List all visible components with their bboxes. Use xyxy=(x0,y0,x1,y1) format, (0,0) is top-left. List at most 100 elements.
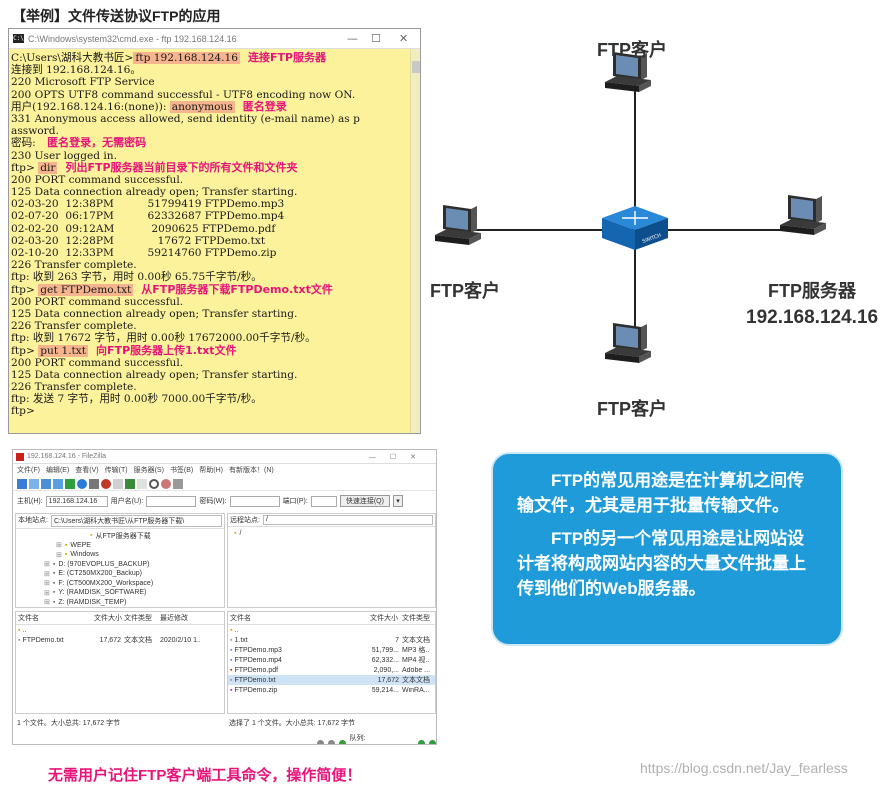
user-label: 用户名(U): xyxy=(110,498,144,505)
tree-item[interactable]: ⊞▪E: (CT250MX200_Backup) xyxy=(16,569,224,579)
remote-tree-pane[interactable]: 远程站点: / ▪ / xyxy=(227,513,436,608)
expand-icon[interactable]: ⊞ xyxy=(44,570,50,578)
tree-item[interactable]: ⊞▪D: (970EVOPLUS_BACKUP) xyxy=(16,560,224,570)
sync-browse-icon[interactable] xyxy=(161,478,171,489)
process-queue-icon[interactable] xyxy=(89,478,99,489)
site-manager-icon[interactable] xyxy=(17,478,27,489)
binoculars-icon[interactable] xyxy=(173,478,183,489)
cmd-scroll-thumb[interactable] xyxy=(412,61,420,73)
folder-icon: ▪ xyxy=(234,530,237,537)
user-input[interactable] xyxy=(146,495,197,507)
column-header[interactable]: 文件类型 xyxy=(124,615,152,622)
text-file-icon: ▪ xyxy=(18,636,21,644)
column-header[interactable]: 文件名 xyxy=(230,615,251,622)
search-icon[interactable] xyxy=(149,478,159,489)
tree-item[interactable]: ⊞▪WEPE xyxy=(16,541,224,551)
file-name-cell: ▪FTPDemo.mp3 xyxy=(230,647,370,654)
menu-item[interactable]: 传输(T) xyxy=(104,467,128,474)
expand-icon[interactable]: ⊞ xyxy=(44,599,50,607)
menu-item[interactable]: 帮助(H) xyxy=(199,467,223,474)
cmd-titlebar[interactable]: C:\ C:\Windows\system32\cmd.exe - ftp 19… xyxy=(9,29,420,49)
cmd-text: ftp: 收到 17672 字节，用时 0.00秒 17672000.00千字节… xyxy=(11,332,316,345)
expand-icon[interactable]: ⊞ xyxy=(56,542,62,550)
expand-icon[interactable]: ⊞ xyxy=(44,589,50,597)
table-row[interactable]: ▪.. xyxy=(16,625,224,635)
menu-item[interactable]: 有新版本！(N) xyxy=(229,467,274,474)
filter-icon[interactable] xyxy=(137,478,147,489)
maximize-icon[interactable]: ☐ xyxy=(371,32,381,45)
local-site-input[interactable]: C:\Users\湖科大教书匠\从FTP服务器下载\ xyxy=(50,515,222,527)
filezilla-window[interactable]: 192.168.124.16 - FileZilla —☐✕ 文件(F) 编辑(E… xyxy=(12,449,437,745)
close-icon[interactable]: ✕ xyxy=(399,32,409,45)
cmd-line: ftp: 收到 17672 字节，用时 0.00秒 17672000.00千字节… xyxy=(11,332,418,344)
remote-tree-item[interactable]: ▪ / xyxy=(228,527,435,540)
expand-icon[interactable]: ⊞ xyxy=(44,580,50,588)
local-file-header[interactable]: 文件名 文件大小文件类型 最近修改 xyxy=(16,612,224,625)
tree-item[interactable]: ⊞▪F: (CT500MX200_Workspace) xyxy=(16,579,224,589)
folder-icon: ▪ xyxy=(64,541,68,549)
expand-icon[interactable]: ⊞ xyxy=(44,561,50,569)
quickconnect-dropdown-icon[interactable]: ▾ xyxy=(392,495,403,507)
cmd-line: 200 OPTS UTF8 command successful - UTF8 … xyxy=(11,89,418,101)
tree-item[interactable]: ▪从FTP服务器下载 xyxy=(16,531,224,541)
cmd-scrollbar[interactable] xyxy=(410,49,420,433)
transfer-queue-icon[interactable] xyxy=(65,478,75,489)
host-input[interactable]: 192.168.124.16 xyxy=(45,495,108,507)
expand-icon[interactable]: ⊞ xyxy=(56,551,62,559)
column-header[interactable]: 文件大小 xyxy=(94,615,122,622)
toggle-log-icon[interactable] xyxy=(29,478,39,489)
menu-item[interactable]: 书签(B) xyxy=(169,467,194,474)
cmd-text: 226 Transfer complete. xyxy=(11,381,137,394)
cancel-icon[interactable] xyxy=(101,478,111,489)
tree-item[interactable]: ⊞▪Y: (RAMDISK_SOFTWARE) xyxy=(16,588,224,598)
tree-item[interactable]: ⊞▪Z: (RAMDISK_TEMP) xyxy=(16,598,224,608)
cmd-line: 连接到 192.168.124.16。 xyxy=(11,64,418,76)
local-status: 1 个文件。大小总共: 17,672 字节 xyxy=(17,720,121,727)
cmd-icon: C:\ xyxy=(13,34,24,43)
remote-file-header[interactable]: 文件名 文件大小文件类型 xyxy=(228,612,435,625)
toggle-tree-icon[interactable] xyxy=(41,478,51,489)
filezilla-toolbar[interactable] xyxy=(13,477,436,491)
cmd-text: 125 Data connection already open; Transf… xyxy=(11,186,298,199)
column-header[interactable]: 最近修改 xyxy=(160,615,188,622)
table-row[interactable]: ▪.. xyxy=(228,625,435,635)
file-type: 文本文档 xyxy=(402,677,430,684)
cmd-line: ftp> xyxy=(11,405,418,417)
menu-item[interactable]: 服务器(S) xyxy=(133,467,164,474)
minimize-icon[interactable]: — xyxy=(347,32,358,45)
toggle-remote-tree-icon[interactable] xyxy=(53,478,63,489)
tree-item[interactable]: ⊞▪Windows xyxy=(16,550,224,560)
cmd-window[interactable]: C:\ C:\Windows\system32\cmd.exe - ftp 19… xyxy=(8,28,421,434)
filezilla-menubar[interactable]: 文件(F) 编辑(E) 查看(V) 传输(T) 服务器(S) 书签(B) 帮助(H) 有新版本… xyxy=(13,465,436,476)
disconnect-icon[interactable] xyxy=(113,478,123,489)
menu-item[interactable]: 查看(V) xyxy=(75,467,99,474)
refresh-icon[interactable] xyxy=(77,478,87,489)
pass-input[interactable] xyxy=(229,495,280,507)
column-header[interactable]: 文件名 xyxy=(18,615,39,622)
filezilla-window-controls[interactable]: —☐✕ xyxy=(368,453,430,461)
column-header[interactable]: 文件大小 xyxy=(370,615,398,622)
filezilla-titlebar[interactable]: 192.168.124.16 - FileZilla —☐✕ xyxy=(13,450,436,464)
file-name: FTPDemo.txt xyxy=(22,636,64,644)
local-tree-pane[interactable]: 本地站点: C:\Users\湖科大教书匠\从FTP服务器下载\ ▪从FTP服务… xyxy=(15,513,225,608)
quickconnect-button[interactable]: 快速连接(Q) xyxy=(339,495,390,507)
cmd-annotation: 列出FTP服务器当前目录下的所有文件和文件夹 xyxy=(65,160,298,174)
cmd-line: assword. xyxy=(11,125,418,137)
menu-item[interactable]: 文件(F) xyxy=(17,467,40,474)
remote-site-input[interactable]: / xyxy=(262,515,433,525)
tree-item-label: Windows xyxy=(70,551,99,559)
port-input[interactable] xyxy=(310,495,337,507)
menu-item[interactable]: 编辑(E) xyxy=(45,467,70,474)
reconnect-icon[interactable] xyxy=(125,478,135,489)
column-header[interactable]: 文件类型 xyxy=(402,615,430,622)
